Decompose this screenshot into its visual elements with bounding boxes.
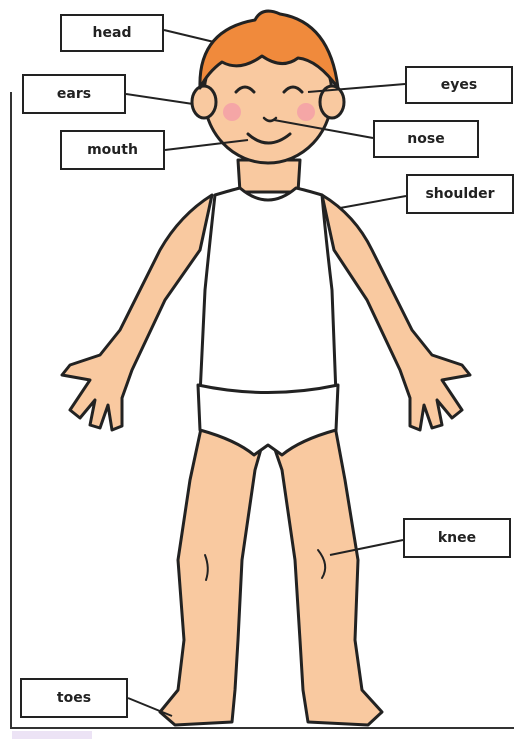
- left-leg: [160, 410, 265, 725]
- label-shoulder: shoulder: [406, 174, 514, 214]
- neck: [238, 160, 300, 192]
- label-ears: ears: [22, 74, 126, 114]
- boy-figure: [62, 11, 470, 725]
- label-head: head: [60, 14, 164, 52]
- left-ear: [192, 86, 216, 118]
- leader-shoulder: [340, 196, 406, 208]
- left-arm: [62, 195, 212, 430]
- right-cheek: [297, 103, 315, 121]
- leader-ears: [126, 94, 193, 104]
- vest: [200, 188, 336, 395]
- leader-head: [164, 30, 214, 42]
- left-cheek: [223, 103, 241, 121]
- label-nose: nose: [373, 120, 479, 158]
- label-mouth: mouth: [60, 130, 165, 170]
- label-eyes: eyes: [405, 66, 513, 104]
- label-toes: toes: [20, 678, 128, 718]
- label-knee: knee: [403, 518, 511, 558]
- right-arm: [322, 195, 470, 430]
